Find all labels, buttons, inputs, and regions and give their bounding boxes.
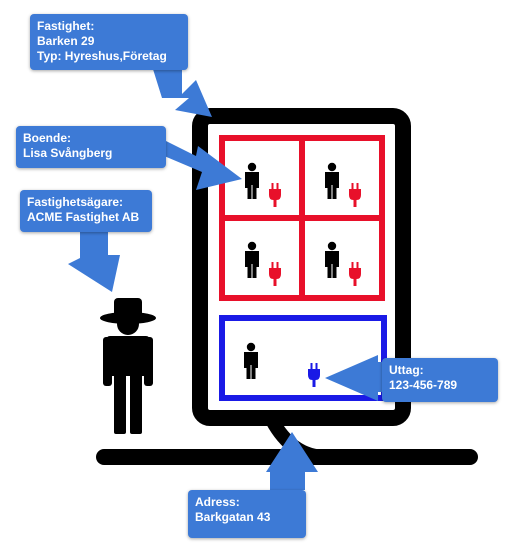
owner-with-hat-icon: [100, 298, 156, 434]
address-callout-title: Adress:: [195, 495, 240, 509]
property-callout: Fastighet: Barken 29 Typ: Hyreshus,Föret…: [30, 14, 188, 70]
owner-callout: Fastighetsägare: ACME Fastighet AB: [20, 190, 152, 232]
property-callout-title: Fastighet:: [37, 19, 95, 33]
address-callout-pointer: [266, 432, 318, 490]
owner-callout-title: Fastighetsägare:: [27, 195, 124, 209]
outlet-callout-title: Uttag:: [389, 363, 424, 377]
outlet-callout: Uttag: 123-456-789: [382, 358, 498, 402]
outlet-id: 123-456-789: [389, 378, 458, 392]
resident-callout: Boende: Lisa Svångberg: [16, 126, 166, 168]
owner-name: ACME Fastighet AB: [27, 210, 140, 224]
resident-callout-title: Boende:: [23, 131, 71, 145]
address-callout: Adress: Barkgatan 43: [188, 490, 306, 538]
resident-callout-pointer: [150, 138, 242, 190]
address-street: Barkgatan 43: [195, 510, 271, 524]
resident-name: Lisa Svångberg: [23, 146, 113, 160]
outlet-callout-pointer: [325, 355, 382, 401]
property-name: Barken 29: [37, 34, 95, 48]
property-callout-pointer: [152, 66, 212, 117]
property-type: Typ: Hyreshus,Företag: [37, 49, 167, 63]
owner-callout-pointer: [68, 232, 120, 292]
